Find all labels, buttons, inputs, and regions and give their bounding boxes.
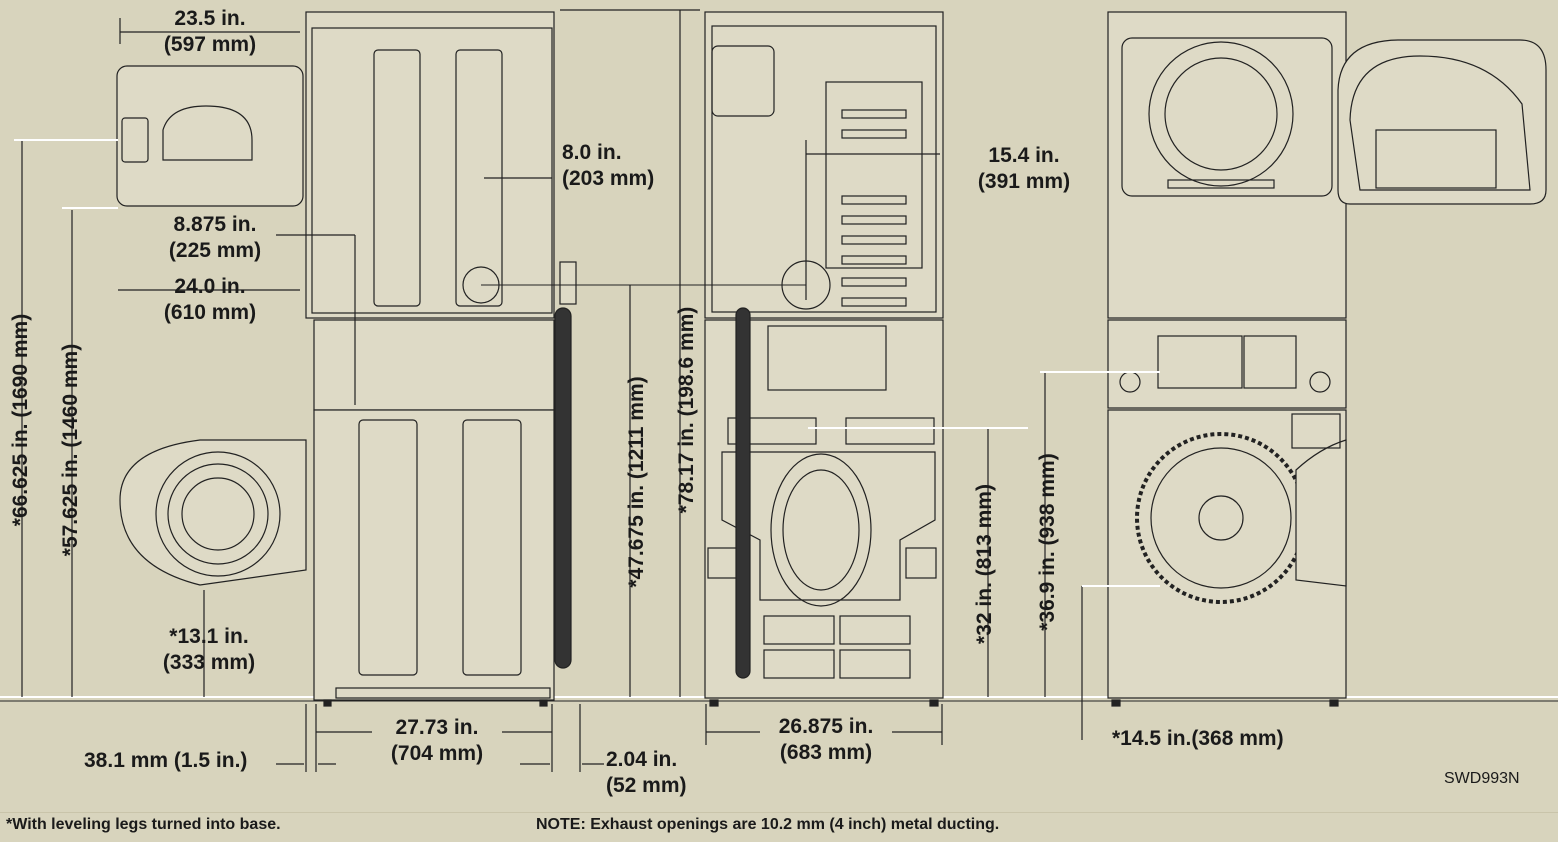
footnote-leveling-legs: *With leveling legs turned into base. [6, 816, 281, 833]
dim-top-depth: 23.5 in. (597 mm) [140, 6, 280, 58]
dim-hose-mm: (52 mm) [606, 774, 687, 797]
dim-washer-door-height-mm: (333 mm) [162, 651, 256, 674]
dim-vent-offset: 8.0 in. (203 mm) [562, 140, 682, 192]
dim-top-depth-mm: (597 mm) [163, 33, 257, 56]
dim-vent-width: 15.4 in. (391 mm) [964, 143, 1084, 195]
dim-depth-door-in: 24.0 in. [174, 275, 246, 298]
dim-leg-label: 38.1 mm (1.5 in.) [84, 749, 248, 772]
dim-vent-from-top-mm: (225 mm) [168, 239, 262, 262]
footer-band [0, 812, 1558, 842]
footnote-exhaust: NOTE: Exhaust openings are 10.2 mm (4 in… [536, 816, 1000, 833]
dim-top-depth-in: 23.5 in. [174, 7, 246, 30]
dim-leg: 38.1 mm (1.5 in.) [84, 748, 274, 774]
dim-overall-height: *66.625 in. (1690 mm) [9, 313, 32, 527]
dim-vent-width-mm: (391 mm) [977, 170, 1071, 193]
dim-vent-width-in: 15.4 in. [988, 144, 1060, 167]
side-view [116, 11, 577, 707]
dim-vent-offset-mm: (203 mm) [562, 167, 655, 190]
dim-dryer-door-height: *57.625 in. (1460 mm) [59, 343, 82, 557]
dim-width: 26.875 in. (683 mm) [760, 714, 892, 766]
rear-view [704, 11, 944, 707]
dim-width-in: 26.875 in. [778, 715, 874, 738]
dim-hose: 2.04 in. (52 mm) [606, 747, 706, 799]
dim-depth-door: 24.0 in. (610 mm) [150, 274, 270, 326]
dim-vent-height: *47.675 in. (1211 mm) [625, 376, 648, 588]
dim-total-height-alt: *78.17 in. (198.6 mm) [675, 306, 698, 514]
dim-depth-total-in: 27.73 in. [395, 716, 479, 739]
dim-control-height: *36.9 in. (938 mm) [1036, 453, 1059, 631]
dim-hose-in: 2.04 in. [606, 748, 678, 771]
dim-vent-from-top: 8.875 in. (225 mm) [150, 212, 280, 264]
dim-inlet-height: *32 in. (813 mm) [973, 484, 996, 644]
dim-depth-total-mm: (704 mm) [390, 742, 484, 765]
dim-door-clearance: *14.5 in.(368 mm) [1112, 726, 1312, 752]
dim-vent-offset-in: 8.0 in. [562, 141, 622, 164]
dim-depth-door-mm: (610 mm) [163, 301, 257, 324]
dim-washer-door-height: *13.1 in. (333 mm) [144, 624, 274, 676]
dim-depth-total: 27.73 in. (704 mm) [372, 715, 502, 767]
dimension-lines [14, 9, 1160, 772]
dim-width-mm: (683 mm) [779, 741, 873, 764]
dim-vent-from-top-in: 8.875 in. [173, 213, 257, 236]
model-code: SWD993N [1444, 770, 1520, 787]
dim-door-clearance-label: *14.5 in.(368 mm) [1112, 727, 1284, 750]
dim-washer-door-height-in: *13.1 in. [169, 625, 249, 648]
front-view [1107, 11, 1547, 707]
